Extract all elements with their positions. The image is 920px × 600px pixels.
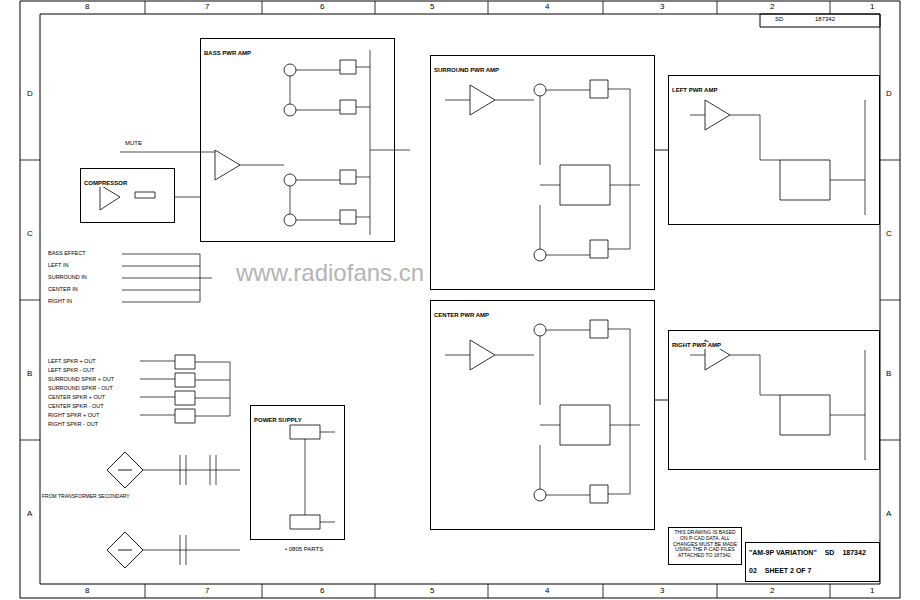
signal-name: LEFT SPKR - OUT bbox=[48, 367, 94, 373]
note-label: • 0805 PARTS bbox=[285, 546, 323, 553]
block-title: POWER SUPPLY bbox=[254, 417, 302, 424]
connector-line bbox=[655, 150, 668, 151]
sheet-frame bbox=[20, 1, 900, 598]
signal-name: CENTER SPKR - OUT bbox=[48, 403, 104, 409]
block-title: SURROUND PWR AMP bbox=[434, 67, 499, 74]
signal-name: SURROUND SPKR + OUT bbox=[48, 376, 114, 382]
signal-name: SURROUND SPKR - OUT bbox=[48, 385, 113, 391]
amp-block: BASS PWR AMP bbox=[200, 38, 395, 242]
grid-letter: D bbox=[886, 90, 892, 99]
signal-connector bbox=[655, 400, 668, 401]
signal-connector bbox=[655, 150, 668, 151]
grid-number: 7 bbox=[205, 3, 209, 12]
note-label: FROM TRANSFORMER SECONDARY bbox=[42, 494, 130, 500]
grid-number: 8 bbox=[85, 587, 89, 596]
drawing-note: THIS DRAWING IS BASED ON P-CAD DATA. ALL… bbox=[668, 527, 742, 565]
grid-letter: C bbox=[886, 230, 892, 239]
amp-block: SURROUND PWR AMP bbox=[430, 55, 655, 290]
signal-name: SURROUND IN bbox=[48, 274, 87, 280]
block-title: COMPRESSOR bbox=[84, 180, 127, 187]
component-bodies bbox=[135, 60, 830, 529]
block-title: CENTER PWR AMP bbox=[434, 312, 489, 319]
signal-name: MUTE bbox=[125, 140, 142, 147]
title-block-text: SD bbox=[825, 549, 835, 557]
signal-name: CENTER IN bbox=[48, 286, 78, 292]
signal-name: CENTER SPKR + OUT bbox=[48, 394, 105, 400]
signal-name: LEFT IN bbox=[48, 262, 68, 268]
compressor-block: COMPRESSOR bbox=[80, 168, 175, 223]
grid-number: 5 bbox=[430, 587, 434, 596]
note-text: THIS DRAWING IS BASED ON P-CAD DATA. ALL… bbox=[672, 530, 738, 559]
title-block-text: 187342 bbox=[842, 549, 865, 557]
title-block-text: "AM-9P VARIATION" bbox=[749, 549, 817, 557]
block-title: RIGHT PWR AMP bbox=[672, 342, 721, 349]
title-field: 187342 bbox=[815, 16, 835, 23]
watermark: www.radiofans.cn bbox=[236, 260, 424, 286]
circuit-wires bbox=[120, 50, 865, 565]
grid-letter: A bbox=[27, 510, 32, 519]
grid-number: 5 bbox=[430, 3, 434, 12]
grid-number: 3 bbox=[660, 3, 664, 12]
grid-number: 8 bbox=[85, 3, 89, 12]
title-block-text: 02 bbox=[749, 567, 757, 575]
grid-number: 4 bbox=[545, 587, 549, 596]
grid-letter: A bbox=[886, 510, 891, 519]
title-block: "AM-9P VARIATION" SD 187342 02 SHEET 2 OF 7 bbox=[745, 542, 880, 582]
signal-name: LEFT SPKR + OUT bbox=[48, 358, 96, 364]
block-title: LEFT PWR AMP bbox=[672, 87, 717, 94]
grid-letter: B bbox=[886, 370, 891, 379]
grid-number: 6 bbox=[320, 3, 324, 12]
grid-number: 2 bbox=[770, 3, 774, 12]
opamp-symbols bbox=[100, 85, 730, 370]
amp-block: CENTER PWR AMP bbox=[430, 300, 655, 530]
title-block-text: SHEET 2 OF 7 bbox=[765, 567, 812, 575]
signal-name: RIGHT SPKR + OUT bbox=[48, 412, 99, 418]
grid-number: 6 bbox=[320, 587, 324, 596]
title-field: SD bbox=[775, 16, 783, 23]
signal-name: RIGHT SPKR - OUT bbox=[48, 421, 98, 427]
amp-block: RIGHT PWR AMP bbox=[668, 330, 880, 470]
grid-letter: C bbox=[27, 230, 33, 239]
grid-number: 7 bbox=[205, 587, 209, 596]
grid-letter: D bbox=[27, 90, 33, 99]
grid-number: 4 bbox=[545, 3, 549, 12]
amp-block: LEFT PWR AMP bbox=[668, 75, 880, 225]
grid-letter: B bbox=[27, 370, 32, 379]
grid-number: 3 bbox=[660, 587, 664, 596]
grid-number: 1 bbox=[870, 3, 874, 12]
grid-number: 2 bbox=[770, 587, 774, 596]
signal-name: BASS EFFECT bbox=[48, 250, 86, 256]
power-supply-block: POWER SUPPLY bbox=[250, 405, 345, 540]
grid-ticks bbox=[20, 1, 900, 598]
connector-line bbox=[655, 400, 668, 401]
signal-name: RIGHT IN bbox=[48, 298, 72, 304]
grid-number: 1 bbox=[870, 587, 874, 596]
bridge-rectifier bbox=[107, 452, 143, 568]
block-title: BASS PWR AMP bbox=[204, 50, 251, 57]
